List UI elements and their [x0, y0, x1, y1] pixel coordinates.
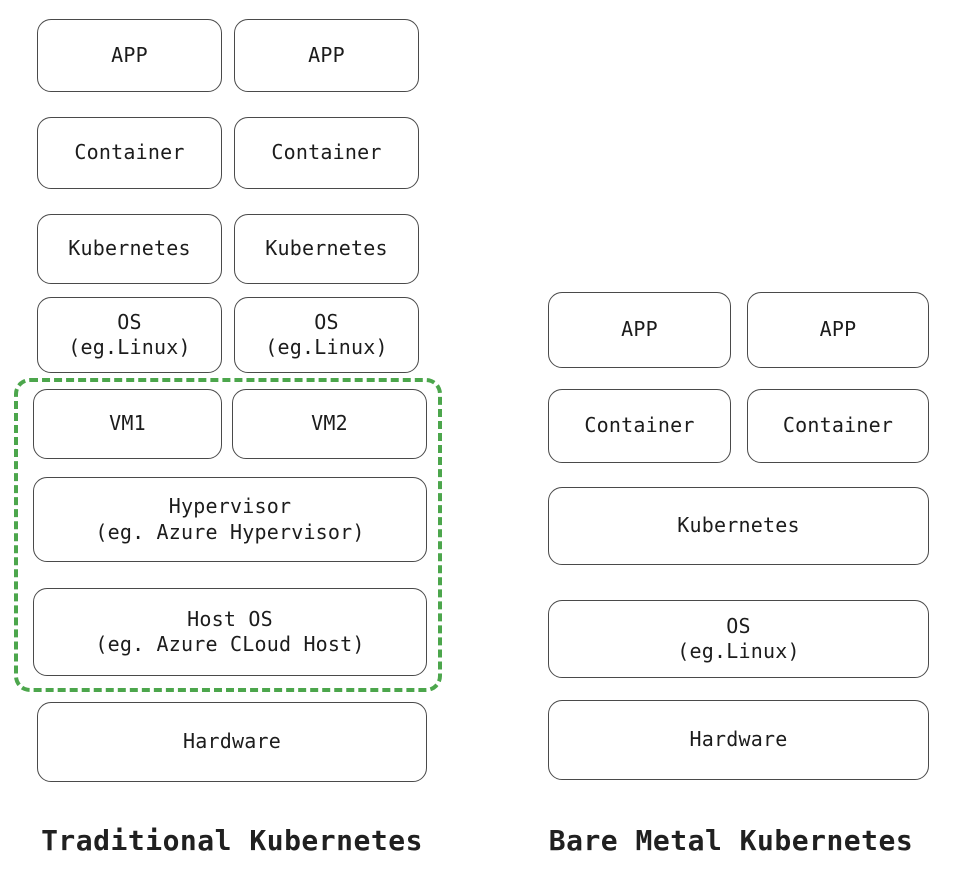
node-baremetal-container-2: Container	[747, 389, 929, 463]
node-label: APP	[111, 42, 148, 67]
caption-traditional-kubernetes: Traditional Kubernetes	[41, 824, 423, 857]
node-label: APP	[621, 317, 658, 342]
node-traditional-kubernetes-2: Kubernetes	[234, 214, 419, 284]
node-traditional-hardware: Hardware	[37, 702, 427, 782]
node-sublabel: (eg.Linux)	[677, 639, 800, 663]
node-traditional-kubernetes-1: Kubernetes	[37, 214, 222, 284]
node-traditional-app-2: APP	[234, 19, 419, 92]
node-label: OS	[117, 309, 142, 334]
node-label: Hardware	[183, 729, 281, 754]
node-label: APP	[308, 42, 345, 67]
node-label: OS	[726, 613, 751, 638]
node-traditional-host-os: Host OS (eg. Azure CLoud Host)	[33, 588, 427, 676]
node-label: Kubernetes	[265, 236, 388, 261]
node-label: VM1	[109, 411, 146, 436]
node-baremetal-app-2: APP	[747, 292, 929, 368]
node-traditional-app-1: APP	[37, 19, 222, 92]
node-label: Kubernetes	[68, 236, 191, 261]
node-label: APP	[819, 317, 857, 342]
node-traditional-vm1: VM1	[33, 389, 222, 459]
node-baremetal-hardware: Hardware	[548, 700, 929, 780]
node-label: Hardware	[689, 727, 788, 752]
node-baremetal-kubernetes: Kubernetes	[548, 487, 929, 565]
node-label: Hypervisor	[168, 494, 292, 519]
node-label: Host OS	[187, 606, 273, 631]
node-traditional-hypervisor: Hypervisor (eg. Azure Hypervisor)	[33, 477, 427, 562]
node-label: Kubernetes	[677, 513, 800, 538]
node-label: Container	[584, 413, 695, 438]
node-sublabel: (eg.Linux)	[68, 335, 191, 359]
node-label: VM2	[311, 411, 348, 436]
node-baremetal-app-1: APP	[548, 292, 731, 368]
node-sublabel: (eg. Azure CLoud Host)	[95, 632, 365, 656]
node-label: Container	[74, 140, 185, 165]
node-traditional-container-1: Container	[37, 117, 222, 189]
node-baremetal-os: OS (eg.Linux)	[548, 600, 929, 678]
node-sublabel: (eg.Linux)	[265, 335, 388, 359]
caption-bare-metal-kubernetes: Bare Metal Kubernetes	[548, 824, 914, 857]
node-sublabel: (eg. Azure Hypervisor)	[95, 519, 365, 544]
node-traditional-vm2: VM2	[232, 389, 427, 459]
node-label: OS	[314, 309, 339, 334]
node-label: Container	[782, 413, 894, 438]
node-baremetal-container-1: Container	[548, 389, 731, 463]
node-traditional-guest-os-2: OS (eg.Linux)	[234, 297, 419, 373]
node-label: Container	[271, 140, 382, 165]
node-traditional-guest-os-1: OS (eg.Linux)	[37, 297, 222, 373]
node-traditional-container-2: Container	[234, 117, 419, 189]
